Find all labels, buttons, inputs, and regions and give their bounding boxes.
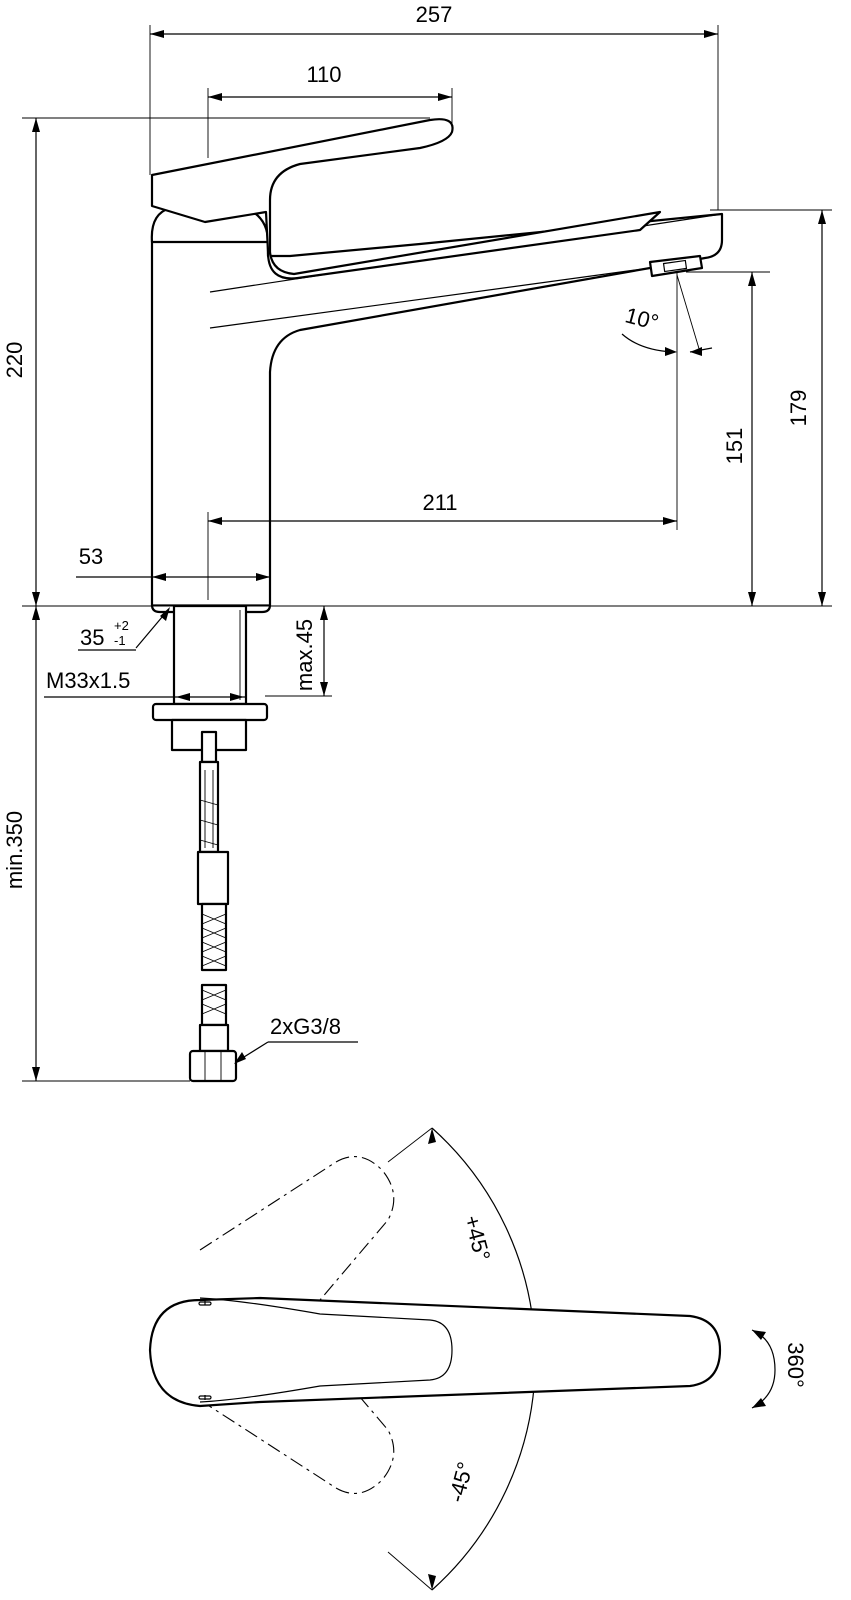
dim-swivel-plus: +45° (459, 1213, 495, 1264)
hose-sleeve (198, 1023, 230, 1053)
dimensions: 257 110 220 179 151 211 53 35 +2 -1 (2, 2, 832, 1082)
dim-rotation: 360° (783, 1342, 808, 1388)
hose-braid-upper (200, 902, 228, 972)
dim-overall-length: 257 (416, 2, 453, 27)
dim-swivel-minus: -45° (443, 1459, 478, 1505)
dim-lever-length: 110 (306, 62, 341, 87)
lever-position-minus45 (199, 1349, 395, 1494)
connection-nut (188, 1049, 238, 1083)
hose-upper (198, 760, 220, 854)
hose-braid-lower (200, 983, 228, 1027)
dim-max-thickness: max.45 (292, 619, 317, 691)
lever-top-view (148, 1296, 722, 1408)
dim-outlet-height: 179 (786, 390, 811, 427)
spray-angle-line (676, 274, 701, 353)
dim-spout-clearance: 151 (722, 428, 747, 465)
spout-lower-line (209, 267, 651, 329)
hose-connector (200, 730, 218, 764)
hose-fitting (196, 850, 230, 906)
threaded-shank (172, 604, 248, 706)
dim-thread: M33x1.5 (46, 668, 130, 693)
lever-top-inner (199, 1297, 453, 1403)
dim-overall-height: 220 (2, 342, 27, 379)
aerator (648, 254, 704, 278)
dim-spray-angle: 10° (623, 302, 662, 335)
dim-hole-tol-plus: +2 (114, 618, 129, 633)
mounting-hardware (151, 604, 269, 1083)
dim-hose-length: min.350 (2, 811, 27, 889)
spray-angle-arc (621, 333, 673, 353)
dim-spout-reach: 211 (422, 490, 457, 515)
faucet-body (150, 212, 724, 614)
mounting-washer (151, 702, 269, 722)
dim-body-diameter: 53 (79, 544, 103, 569)
dim-connection: 2xG3/8 (270, 1014, 341, 1039)
aerator-insert (662, 259, 688, 273)
dim-hole-tol-minus: -1 (114, 633, 126, 648)
faucet-side-view (150, 118, 724, 614)
dim-hole-diameter: 35 (80, 625, 104, 650)
lever-handle (150, 118, 662, 280)
top-view: +45° -45° 360° (148, 1127, 808, 1591)
lever-position-plus45 (199, 1156, 395, 1301)
rotation-arc (751, 1329, 776, 1409)
